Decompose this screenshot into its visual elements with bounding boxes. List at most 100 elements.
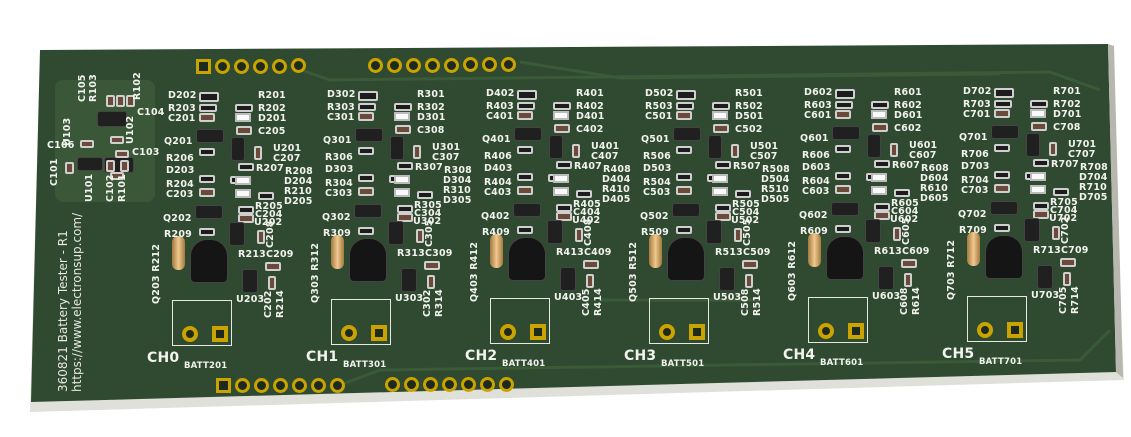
smd-capacitor bbox=[199, 188, 215, 197]
smd-resistor bbox=[517, 226, 533, 235]
component-designator: R603 bbox=[804, 99, 832, 111]
smd-capacitor bbox=[742, 259, 758, 269]
smd-resistor bbox=[835, 144, 851, 153]
component-designator: R413 bbox=[556, 247, 584, 259]
sot23-transistor bbox=[674, 127, 700, 140]
smd-led bbox=[871, 109, 887, 119]
to92-transistor bbox=[986, 236, 1022, 278]
component-designator: C402 bbox=[576, 124, 604, 136]
component-designator: R510 bbox=[761, 183, 789, 195]
soic-ic bbox=[1027, 134, 1039, 156]
soic-ic bbox=[548, 221, 562, 244]
component-designator: R406 bbox=[484, 151, 512, 163]
smd-capacitor bbox=[554, 124, 570, 134]
component-designator: D604 bbox=[920, 172, 949, 184]
component-designator: R204 bbox=[166, 179, 194, 190]
smd-resistor bbox=[553, 102, 571, 111]
smd-resistor bbox=[556, 161, 572, 170]
component-designator: U202 bbox=[254, 217, 283, 228]
component-designator: D601 bbox=[894, 109, 923, 121]
sot23-transistor bbox=[832, 202, 858, 215]
thermistor bbox=[967, 232, 980, 266]
component-designator: R509 bbox=[641, 226, 669, 238]
component-designator: U703 bbox=[1031, 290, 1060, 301]
component-designator: R613 bbox=[874, 245, 902, 257]
smd-resistor bbox=[517, 102, 535, 111]
soic-ic bbox=[230, 223, 244, 245]
smd-led bbox=[1030, 172, 1046, 181]
header-pin bbox=[463, 57, 478, 72]
header-pin bbox=[235, 378, 250, 393]
header-pin bbox=[385, 377, 400, 392]
component-designator: D703 bbox=[961, 161, 990, 172]
component-designator: R210 bbox=[284, 186, 312, 197]
component-designator: Q402 bbox=[481, 211, 510, 223]
component-designator: R410 bbox=[602, 184, 630, 196]
component-designator: C209 bbox=[266, 249, 294, 260]
component-designator: R703 bbox=[963, 99, 991, 110]
component-designator: R514 bbox=[752, 287, 763, 316]
component-designator: C307 bbox=[432, 152, 460, 164]
smd-capacitor bbox=[556, 212, 572, 222]
smd-capacitor bbox=[994, 184, 1010, 193]
battery-pad-positive bbox=[689, 323, 705, 340]
smd-capacitor bbox=[236, 126, 252, 135]
component-designator: D502 bbox=[645, 87, 674, 99]
component-designator: R308 bbox=[444, 165, 472, 177]
component-designator: R408 bbox=[603, 164, 631, 176]
component-designator: Q701 bbox=[959, 132, 988, 143]
component-designator: U502 bbox=[731, 214, 760, 226]
to92-transistor bbox=[509, 238, 545, 281]
component-designator: R205 bbox=[255, 201, 283, 212]
smd-resistor bbox=[238, 206, 254, 214]
smd-capacitor bbox=[715, 211, 731, 221]
board-url: https://www.electronsup.com/ bbox=[70, 212, 84, 392]
component-designator: U603 bbox=[872, 290, 901, 302]
component-designator: C309 bbox=[425, 248, 453, 260]
smd-capacitor bbox=[893, 226, 901, 241]
smd-led bbox=[394, 112, 410, 122]
component-designator: R102 bbox=[132, 72, 143, 100]
board-title: 360821 Battery Tester - R1 bbox=[56, 230, 70, 392]
soic-ic bbox=[402, 269, 416, 292]
component-designator: R208 bbox=[285, 166, 313, 177]
component-designator: D504 bbox=[761, 173, 790, 185]
header-pin bbox=[387, 58, 402, 73]
component-designator: R309 bbox=[323, 228, 351, 240]
component-designator: C603 bbox=[802, 185, 830, 197]
component-designator: C502 bbox=[735, 123, 763, 135]
soic-ic bbox=[391, 137, 403, 160]
smd-capacitor bbox=[517, 186, 533, 196]
smd-resistor bbox=[238, 163, 254, 171]
smd-resistor bbox=[994, 224, 1010, 232]
component-designator: C303 bbox=[325, 188, 353, 200]
sot23-transistor bbox=[833, 126, 859, 139]
component-designator: R702 bbox=[1053, 99, 1081, 110]
smd-capacitor bbox=[901, 258, 917, 268]
connector-designator: BATT301 bbox=[343, 360, 387, 371]
component-designator: R606 bbox=[802, 149, 830, 161]
connector-designator: BATT201 bbox=[184, 361, 228, 371]
channel-label: CH0 bbox=[147, 350, 180, 366]
smd-resistor bbox=[994, 144, 1010, 152]
component-designator: D304 bbox=[443, 175, 472, 187]
battery-connector-outline bbox=[490, 298, 550, 345]
component-designator: R507 bbox=[733, 160, 761, 172]
smd-led bbox=[553, 174, 569, 184]
header-pin bbox=[406, 58, 421, 73]
battery-pad-positive bbox=[371, 325, 387, 342]
component-designator: Q301 bbox=[323, 135, 352, 147]
soic-ic bbox=[1038, 266, 1052, 288]
smd-resistor bbox=[835, 100, 853, 109]
smd-resistor bbox=[874, 202, 890, 211]
smd-capacitor bbox=[424, 261, 440, 271]
thermistor bbox=[172, 236, 185, 270]
smd-capacitor bbox=[238, 214, 254, 223]
battery-connector-outline bbox=[331, 299, 391, 346]
component-designator: Q501 bbox=[641, 133, 670, 145]
smd-resistor bbox=[358, 91, 378, 102]
smd-resistor bbox=[517, 173, 533, 182]
component-designator: D202 bbox=[168, 90, 197, 101]
component-designator: R704 bbox=[961, 175, 989, 186]
